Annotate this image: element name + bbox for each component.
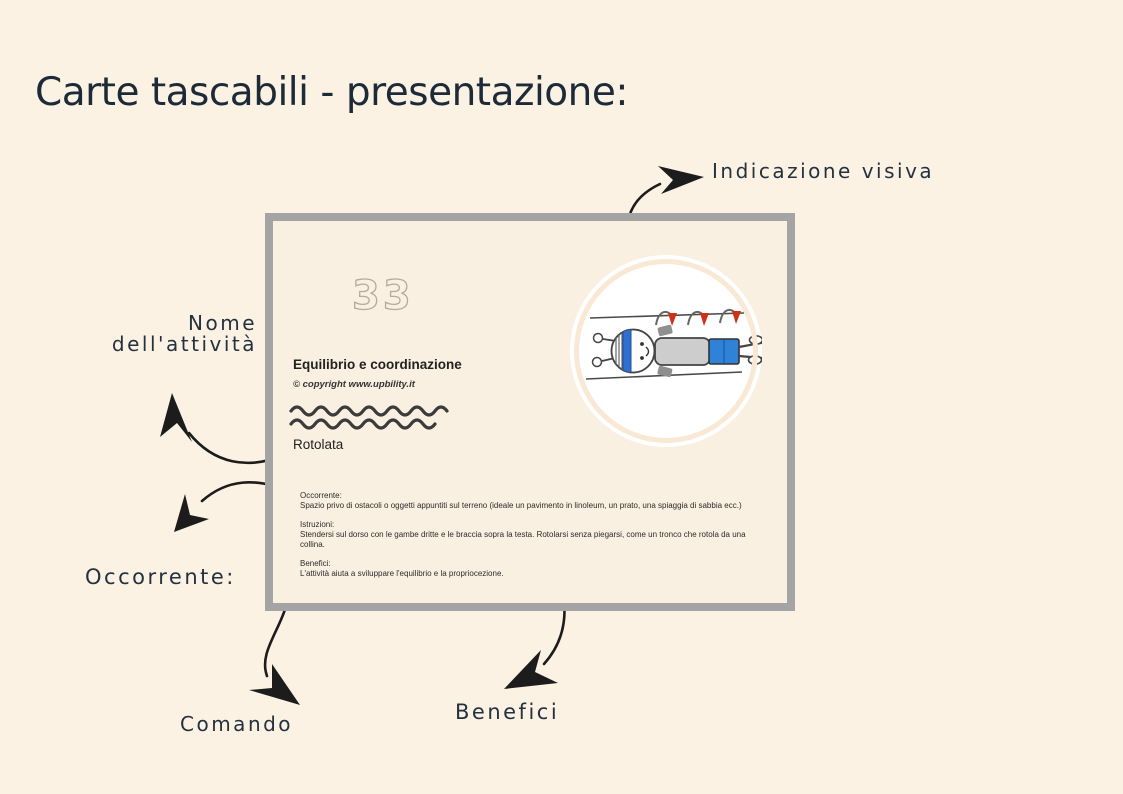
annotation-activity-name-line1: Nome [188,311,257,335]
card-copyright: © copyright www.upbility.it [293,379,415,390]
card-category: Equilibrio e coordinazione [293,357,462,372]
section-label: Benefici: [300,559,331,568]
activity-name: Rotolata [293,437,344,452]
section-label: Istruzioni: [300,520,335,529]
page-title: Carte tascabili - presentazione: [35,70,629,115]
section-text: Spazio privo di ostacoli o oggetti appun… [300,501,742,510]
squiggle-divider [289,405,449,430]
card-number: 33 [351,272,414,319]
activity-illustration-circle [570,255,762,447]
section-text: L'attività aiuta a sviluppare l'equilibr… [300,569,504,578]
section-text: Stendersi sul dorso con le gambe dritte … [300,530,746,549]
rotation-arrows [655,308,741,326]
annotation-benefits: Benefici [455,700,560,724]
annotation-needed: Occorrente: [85,565,236,589]
section-label: Occorrente: [300,491,342,500]
section-needed: Occorrente: Spazio privo di ostacoli o o… [300,491,770,511]
annotation-visual-indication: Indicazione visiva [712,159,935,183]
annotation-command: Comando [180,712,294,736]
annotation-activity-name: Nome dell'attività [95,313,257,355]
child-rolling-illustration [585,308,762,380]
card-sections: Occorrente: Spazio privo di ostacoli o o… [300,491,770,588]
section-benefits: Benefici: L'attività aiuta a sviluppare … [300,559,770,579]
activity-card: 33 [265,213,795,611]
section-instructions: Istruzioni: Stendersi sul dorso con le g… [300,520,770,550]
annotation-activity-name-line2: dell'attività [111,332,257,356]
